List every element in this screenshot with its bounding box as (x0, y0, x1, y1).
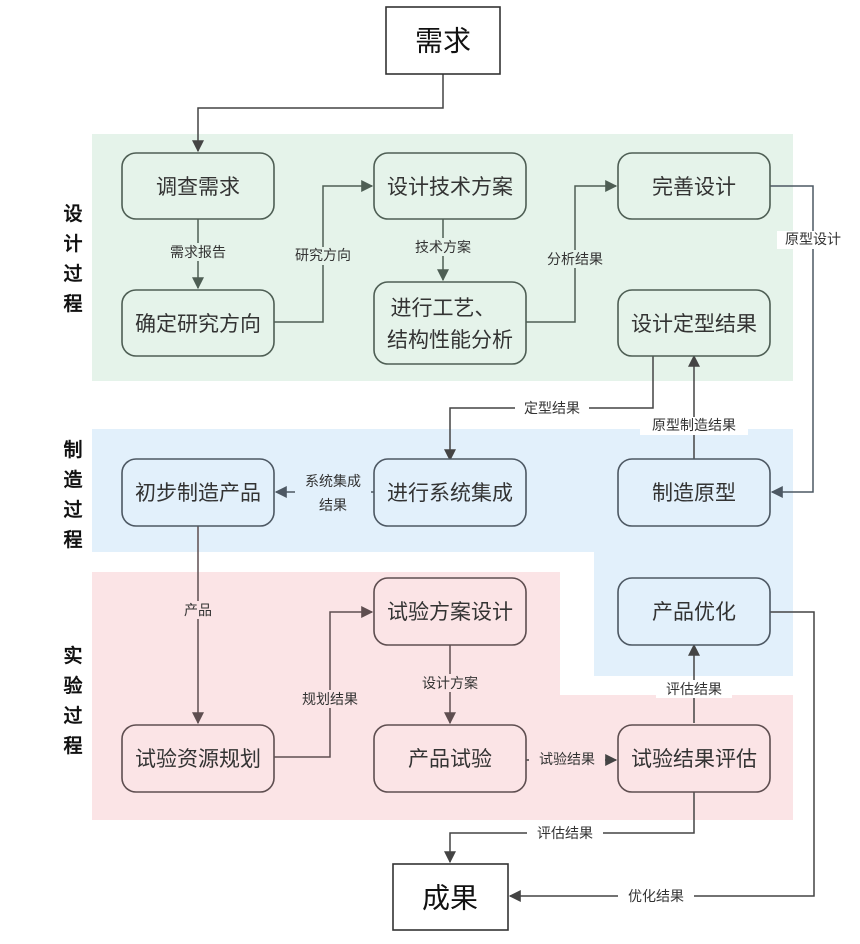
edge-label-tech-scheme: 技术方案 (415, 239, 471, 256)
node-test-design[interactable]: 试验方案设计 (373, 577, 527, 646)
svg-text:程: 程 (63, 293, 82, 315)
edge-label-req-report: 需求报告 (170, 245, 226, 261)
node-evaluate[interactable]: 试验结果评估 (617, 724, 771, 793)
edge-refine-to-prototype (770, 185, 814, 498)
edge-label-bg (529, 751, 605, 769)
node-optimize[interactable]: 产品优化 (617, 577, 771, 646)
edge-label-bg (295, 470, 371, 514)
edge-label-eval-result-up: 评估结果 (666, 682, 722, 698)
edge-label-bg (405, 238, 481, 256)
svg-text:过: 过 (63, 705, 82, 727)
node-resource-plan[interactable]: 试验资源规划 (121, 724, 275, 793)
edge-start-to-survey (192, 74, 444, 153)
node-survey[interactable]: 调查需求 (121, 152, 275, 220)
node-integration[interactable]: 进行系统集成 (373, 458, 527, 527)
node-initial-mfg-label: 初步制造产品 (135, 481, 261, 505)
edge-label-plan-result: 规划结果 (302, 692, 358, 708)
edge-label-integration-result-1: 系统集成 (305, 473, 361, 490)
node-optimize-label: 产品优化 (652, 600, 736, 624)
node-direction[interactable]: 确定研究方向 (121, 289, 275, 357)
edge-label-final-result: 定型结果 (524, 401, 580, 417)
node-analysis-label-line2: 结构性能分析 (387, 328, 513, 352)
edge-label-bg (777, 231, 851, 249)
node-product-test-label: 产品试验 (408, 747, 492, 771)
edge-label-integration-result-2: 结果 (319, 498, 347, 514)
lane-label-testing: 实 验 过 程 (63, 644, 83, 757)
end-node[interactable]: 成果 (392, 863, 509, 931)
svg-text:造: 造 (63, 468, 83, 491)
node-evaluate-label: 试验结果评估 (631, 747, 757, 771)
edge-label-opt-result: 优化结果 (628, 889, 684, 905)
edge-label-proto-design: 原型设计 (785, 232, 841, 248)
svg-text:验: 验 (63, 674, 83, 697)
edge-label-bg (292, 690, 368, 708)
lane-label-design: 设 计 过 程 (63, 203, 82, 315)
edge-label-bg (527, 824, 603, 842)
edge-label-proto-mfg-result: 原型制造结果 (652, 418, 736, 434)
node-test-design-label: 试验方案设计 (387, 600, 513, 624)
edge-resource-to-testdesign (274, 606, 374, 758)
edge-label-product: 产品 (184, 603, 212, 619)
edge-label-eval-result-down: 评估结果 (537, 826, 593, 842)
start-node-label: 需求 (415, 25, 471, 58)
edge-label-design-scheme: 设计方案 (422, 675, 478, 692)
start-node[interactable]: 需求 (385, 6, 501, 75)
node-resource-plan-label: 试验资源规划 (135, 747, 261, 771)
edge-label-bg (178, 601, 218, 619)
edge-label-bg (537, 250, 613, 268)
node-analysis-label-line1: 进行工艺、 (391, 296, 496, 320)
node-tech-plan[interactable]: 设计技术方案 (373, 152, 527, 220)
svg-text:制: 制 (63, 438, 82, 461)
edge-label-bg (618, 887, 694, 905)
node-direction-label: 确定研究方向 (135, 312, 261, 336)
edge-label-bg (285, 247, 361, 265)
node-finalize-label: 设计定型结果 (631, 312, 757, 336)
svg-text:过: 过 (63, 263, 82, 285)
node-finalize[interactable]: 设计定型结果 (617, 289, 771, 357)
svg-text:程: 程 (63, 529, 82, 551)
node-analysis[interactable]: 进行工艺、 结构性能分析 (373, 281, 527, 365)
edge-label-bg (160, 243, 236, 261)
node-prototype[interactable]: 制造原型 (617, 458, 771, 527)
node-refine-label: 完善设计 (652, 175, 736, 199)
edge-label-bg (515, 400, 589, 418)
node-integration-label: 进行系统集成 (387, 481, 513, 505)
edge-label-analysis-result: 分析结果 (547, 252, 603, 268)
node-product-test[interactable]: 产品试验 (373, 724, 527, 793)
svg-text:程: 程 (63, 735, 82, 757)
edge-label-bg (412, 674, 488, 692)
node-tech-plan-label: 设计技术方案 (387, 175, 513, 199)
edge-label-research-dir: 研究方向 (295, 248, 351, 264)
node-survey-label: 调查需求 (156, 175, 240, 199)
lane-label-manufacturing: 制 造 过 程 (63, 438, 83, 551)
edge-label-bg (656, 680, 732, 698)
end-node-label: 成果 (422, 882, 478, 915)
edge-label-test-result: 试验结果 (539, 752, 595, 768)
svg-text:计: 计 (63, 233, 82, 255)
node-prototype-label: 制造原型 (652, 481, 736, 505)
svg-text:设: 设 (63, 203, 82, 225)
svg-text:实: 实 (63, 644, 82, 667)
edge-label-bg (640, 417, 748, 435)
node-initial-mfg[interactable]: 初步制造产品 (121, 458, 275, 527)
node-refine[interactable]: 完善设计 (617, 152, 771, 220)
svg-text:过: 过 (63, 499, 82, 521)
